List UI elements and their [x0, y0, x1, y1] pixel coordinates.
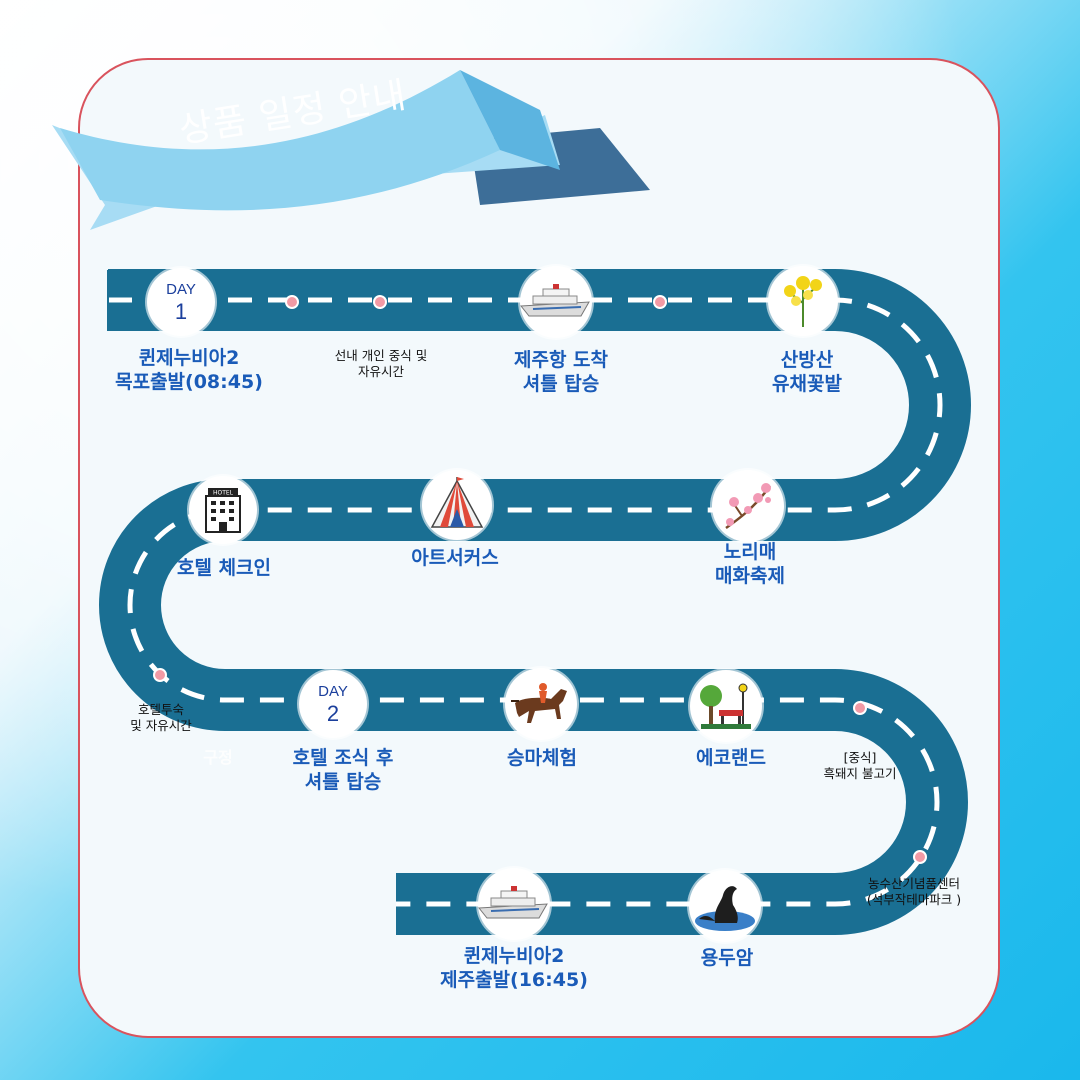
stop-line: [중식] — [843, 750, 877, 765]
stop-label-ecoland: 에코랜드 — [696, 746, 766, 770]
day1-number: 1 — [174, 298, 188, 324]
stop-line: 자유시간 — [357, 364, 405, 379]
stop-line: 호텔 조식 후 — [292, 747, 394, 769]
stop-line: 용두암 — [700, 947, 754, 969]
stop-line: 에코랜드 — [696, 747, 766, 769]
stop-dot — [373, 295, 387, 309]
stop-dot — [653, 295, 667, 309]
stop-line: (석부작테마파크 ) — [866, 892, 962, 907]
circus-tent-icon — [422, 470, 492, 540]
stop-line: 퀸제누비아2 — [138, 347, 240, 369]
rapeseed-flower-icon — [768, 266, 838, 336]
dragon-rock-icon — [689, 870, 761, 942]
eco-park-icon — [690, 670, 762, 742]
horse-riding-icon — [505, 668, 577, 740]
stop-line: 호텔 체크인 — [176, 557, 272, 579]
stop-dot — [913, 850, 927, 864]
stop-label-yongduam: 용두암 — [701, 946, 753, 970]
stop-line: 유채꽃밭 — [772, 373, 842, 395]
day2-label: DAY — [318, 682, 348, 700]
title-ribbon — [52, 70, 650, 230]
hotel-sign: HOTEL — [213, 490, 234, 497]
cruise-ship-icon — [520, 266, 592, 338]
stop-label-hotel-checkin: 호텔 체크인 — [177, 556, 271, 580]
stop-line: 셔틀 탑승 — [304, 771, 382, 793]
stop-line: 선내 개인 중식 및 — [334, 348, 428, 363]
stop-line: 농수산기념품센터 — [867, 876, 961, 891]
stop-line: 셔틀 탑승 — [522, 373, 600, 395]
stop-line: 노리매 — [723, 541, 777, 563]
faded-text: 구정 — [203, 748, 233, 767]
stop-line: 산방산 — [780, 349, 834, 371]
stop-dot — [285, 295, 299, 309]
stop-line: 및 자유시간 — [130, 718, 192, 733]
day2-number: 2 — [326, 700, 340, 726]
stop-line: 호텔투숙 — [137, 702, 185, 717]
stop-label-horse-riding: 승마체험 — [507, 746, 577, 770]
stop-line: 승마체험 — [507, 747, 577, 769]
stop-label-souvenir: 농수산기념품센터(석부작테마파크 ) — [867, 876, 961, 908]
stop-label-art-circus: 아트서커스 — [411, 546, 498, 570]
stop-line: 제주항 도착 — [513, 349, 609, 371]
stop-line: 흑돼지 불고기 — [823, 766, 897, 781]
stop-line: 목포출발(08:45) — [115, 371, 263, 393]
stop-line: 제주출발(16:45) — [440, 969, 588, 991]
hotel-building-icon: HOTEL — [189, 476, 257, 544]
stop-label-lunch: [중식]흑돼지 불고기 — [824, 750, 897, 782]
stop-dot — [853, 701, 867, 715]
cruise-ship-icon-2 — [478, 868, 550, 940]
stop-line: 매화축제 — [715, 565, 785, 587]
stop-dot — [153, 668, 167, 682]
stop-line: 아트서커스 — [411, 547, 499, 569]
stop-line: 퀸제누비아2 — [463, 945, 565, 967]
day1-label: DAY — [166, 280, 196, 298]
plum-blossom-icon — [712, 470, 784, 542]
